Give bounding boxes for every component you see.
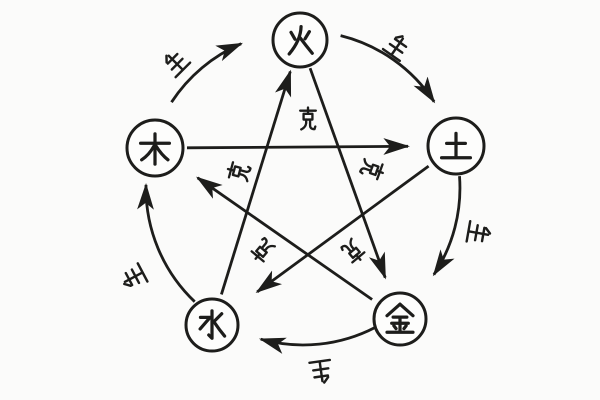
node-glyph-fire <box>287 24 314 56</box>
ke-line-earth-water <box>255 164 430 294</box>
sheng-arc-water-wood <box>137 182 196 303</box>
sheng-label <box>123 262 149 287</box>
sheng-label <box>165 52 192 79</box>
sheng-label <box>381 35 408 63</box>
node-glyph-earth <box>439 131 473 160</box>
ke-line-fire-metal <box>308 67 387 280</box>
node-glyph-wood <box>138 132 172 166</box>
ke-label <box>359 157 384 181</box>
ke-label <box>340 237 366 264</box>
ke-line-wood-earth <box>186 138 410 155</box>
sheng-label <box>465 219 492 243</box>
ke-label <box>250 236 277 263</box>
ke-line-metal-wood <box>195 176 373 301</box>
sheng-label <box>308 358 332 384</box>
ke-label <box>226 161 252 183</box>
sheng-arc-earth-metal <box>432 175 462 277</box>
sheng-arc-fire-earth <box>340 34 436 104</box>
ke-line-water-fire <box>220 69 292 295</box>
ke-label <box>299 106 317 131</box>
node-glyph-water <box>198 309 227 340</box>
sheng-arc-wood-fire <box>170 42 244 103</box>
sheng-arc-metal-water <box>258 325 377 354</box>
node-glyph-metal <box>385 302 415 334</box>
